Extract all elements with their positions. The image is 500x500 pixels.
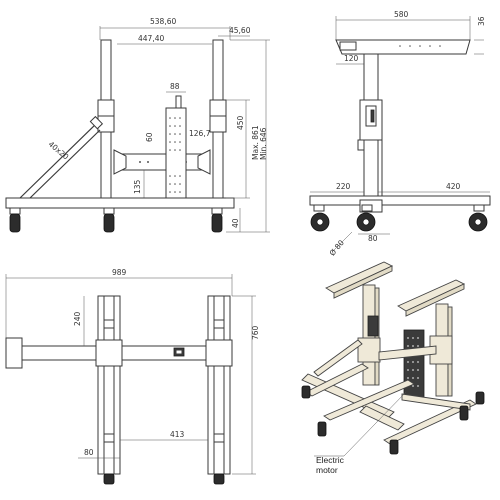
motor-leader-line — [343, 391, 407, 457]
dim-126-7: 126,7 — [189, 129, 211, 138]
side-top-holes — [399, 45, 441, 47]
dim-min-646: Min. 646 — [259, 127, 268, 160]
dim-538-60: 538,60 — [150, 17, 176, 26]
side-wheels — [310, 204, 488, 232]
dim-450: 450 — [236, 115, 245, 130]
front-cross-beam — [113, 153, 211, 171]
iso-wheels — [301, 385, 485, 455]
iso-right-top-support — [397, 279, 466, 312]
dim-240: 240 — [73, 311, 82, 326]
column-hole-pattern — [169, 117, 181, 193]
dim-80-side: 80 — [368, 234, 378, 243]
callout-motor: motor — [316, 465, 338, 475]
front-base-bar — [5, 197, 235, 209]
dim-36: 36 — [477, 16, 486, 26]
dim-45-60: 45,60 — [229, 26, 251, 35]
front-dim-right: 450 Max. 861 Min. 646 40 — [226, 39, 270, 233]
front-view: 538,60 447,40 45,60 40x20 — [5, 17, 270, 233]
dim-760: 760 — [251, 325, 260, 340]
isometric-view: Electric motor — [301, 261, 485, 475]
dim-120: 120 — [344, 54, 359, 63]
iso-base-rail-right — [383, 399, 477, 445]
side-view: 580 36 120 220 420 — [309, 10, 491, 258]
iso-left-top-support — [325, 261, 394, 294]
top-view: 989 240 760 413 80 — [5, 268, 260, 485]
front-center-column — [165, 107, 187, 199]
dim-60: 60 — [145, 132, 154, 142]
front-dim-overall: 538,60 — [99, 17, 231, 40]
front-wheels — [9, 207, 223, 233]
dim-580: 580 — [394, 10, 409, 19]
dim-447-40: 447,40 — [138, 34, 164, 43]
dim-88: 88 — [170, 82, 180, 91]
front-dim-inner: 447,40 45,60 — [117, 26, 251, 45]
side-base-bar — [309, 195, 491, 206]
callout-electric: Electric — [316, 455, 345, 465]
dim-40x20: 40x20 — [47, 139, 71, 161]
iso-electric-motor — [403, 329, 425, 399]
dim-413: 413 — [170, 430, 185, 439]
dim-420: 420 — [446, 182, 461, 191]
dim-80-top: 80 — [84, 448, 94, 457]
dim-40: 40 — [231, 218, 240, 228]
dim-220: 220 — [336, 182, 351, 191]
dim-max-861: Max. 861 — [251, 125, 260, 160]
dim-989: 989 — [112, 268, 127, 277]
dim-135: 135 — [133, 179, 142, 194]
